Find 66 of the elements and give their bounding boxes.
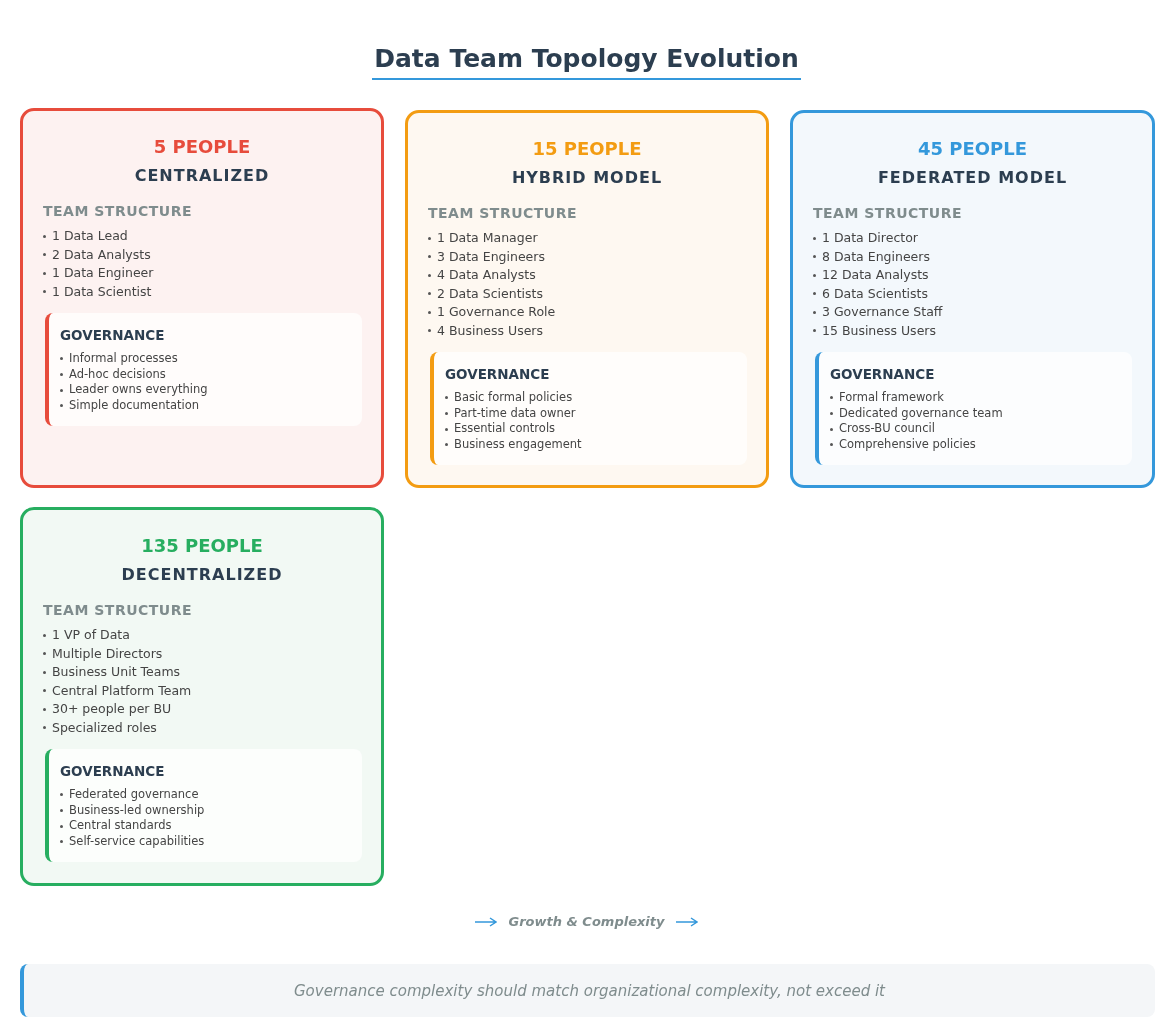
list-item: Leader owns everything (69, 382, 208, 399)
panel-heading: GOVERNANCE (830, 365, 936, 384)
section-heading: TEAM STRUCTURE (813, 204, 964, 223)
team-card (20, 507, 384, 886)
note-text: Governance complexity should match organizational complexity, not exceed it (294, 981, 885, 1000)
list-item: Essential controls (454, 421, 556, 438)
headcount-heading: 135 PEOPLE (140, 534, 264, 558)
list-item: 2 Data Analysts (52, 245, 151, 264)
list-item: Simple documentation (69, 398, 200, 414)
list-item: 6 Data Scientists (822, 284, 928, 303)
list-item: Multiple Directors (52, 644, 163, 663)
list-item: 3 Governance Staff (822, 303, 943, 321)
governance-panel (45, 749, 362, 862)
team-card (405, 110, 769, 488)
list-item: 1 Data Director (822, 229, 918, 247)
list-item: 3 Data Engineers (437, 247, 545, 266)
section-heading: TEAM STRUCTURE (428, 204, 579, 223)
governance-panel (45, 313, 362, 426)
list-item: Cross-BU council (839, 421, 935, 438)
list-item: Business Unit Teams (52, 663, 181, 681)
list-item: Part-time data owner (454, 405, 576, 422)
list-item: Self-service capabilities (69, 834, 205, 850)
list-item: 1 Governance Role (437, 303, 556, 321)
list-item: Central Platform Team (52, 681, 192, 700)
diagram-title: Data Team Topology Evolution (372, 44, 801, 80)
list-item: 1 Data Manager (437, 229, 538, 247)
model-title: FEDERATED MODEL (876, 167, 1069, 189)
model-title: HYBRID MODEL (510, 167, 664, 189)
headcount-heading: 5 PEOPLE (152, 135, 252, 159)
list-item: 1 Data Lead (52, 227, 128, 245)
panel-heading: GOVERNANCE (60, 762, 166, 781)
list-item: Central standards (69, 818, 172, 835)
list-item: Formal framework (839, 390, 944, 406)
list-item: Comprehensive policies (839, 437, 976, 453)
list-item: 4 Business Users (437, 321, 544, 340)
list-item: 8 Data Engineers (822, 247, 930, 266)
section-heading: TEAM STRUCTURE (43, 202, 194, 221)
list-item: 1 Data Engineer (52, 264, 154, 282)
list-item: 1 VP of Data (52, 626, 130, 644)
list-item: Business engagement (454, 437, 582, 453)
team-card (790, 110, 1155, 488)
list-item: Informal processes (69, 351, 178, 367)
headcount-heading: 45 PEOPLE (916, 137, 1029, 161)
team-card (20, 108, 384, 488)
direction-label: Growth & Complexity (508, 913, 665, 931)
panel-heading: GOVERNANCE (445, 365, 551, 384)
list-item: Dedicated governance team (839, 405, 1003, 422)
list-item: 30+ people per BU (52, 700, 172, 718)
list-item: 15 Business Users (822, 321, 936, 340)
governance-panel (430, 352, 747, 465)
list-item: Business-led ownership (69, 802, 205, 819)
note-panel (20, 964, 1155, 1017)
list-item: Federated governance (69, 787, 199, 803)
list-item: 2 Data Scientists (437, 284, 543, 303)
model-title: CENTRALIZED (133, 165, 271, 187)
list-item: Specialized roles (52, 718, 157, 737)
section-heading: TEAM STRUCTURE (43, 601, 194, 620)
list-item: Basic formal policies (454, 390, 573, 406)
headcount-heading: 15 PEOPLE (531, 137, 643, 161)
governance-panel (815, 352, 1132, 465)
model-title: DECENTRALIZED (120, 564, 284, 586)
list-item: 4 Data Analysts (437, 266, 536, 284)
panel-heading: GOVERNANCE (60, 326, 166, 345)
list-item: 1 Data Scientist (52, 282, 152, 301)
list-item: Ad-hoc decisions (69, 366, 166, 383)
list-item: 12 Data Analysts (822, 266, 929, 284)
